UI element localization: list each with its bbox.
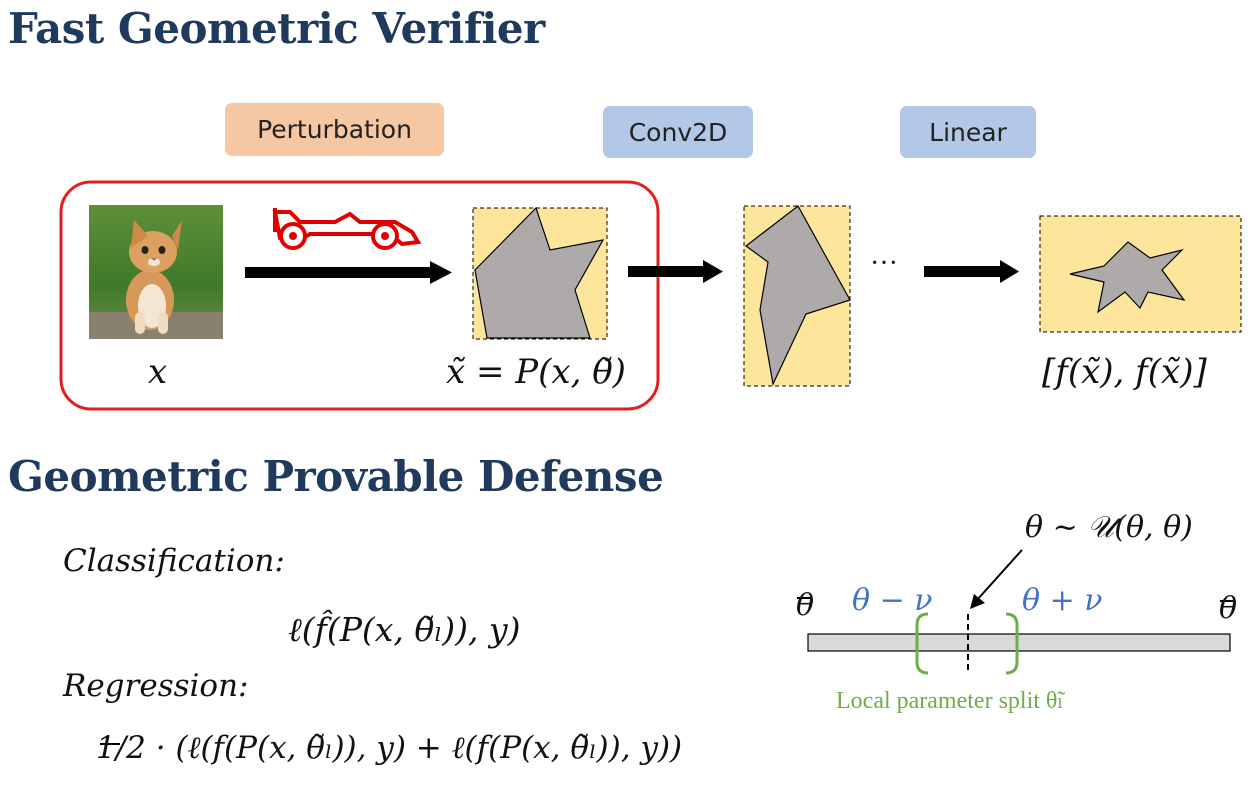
arrow-icon bbox=[628, 260, 723, 283]
local-split-caption: Local parameter split θ̃ₗ bbox=[836, 688, 1064, 714]
kitten-photo bbox=[89, 205, 223, 339]
perturbation-label: Perturbation bbox=[225, 103, 444, 156]
theta-minus-nu: θ − ν bbox=[852, 583, 933, 618]
ellipsis: ··· bbox=[870, 248, 898, 279]
input-label: x bbox=[148, 352, 168, 392]
conv-region-box bbox=[743, 205, 851, 387]
regression-label: Regression: bbox=[63, 668, 249, 704]
classification-formula: ℓ(f̂(P(x, θ̃ₗ)), y) bbox=[288, 610, 521, 649]
linear-label: Linear bbox=[900, 106, 1036, 158]
perturbed-region-box bbox=[472, 206, 608, 340]
arrow-icon bbox=[245, 261, 452, 284]
parameter-bar bbox=[797, 549, 1234, 675]
defense-title: Geometric Provable Defense bbox=[8, 452, 664, 501]
output-region-box bbox=[1039, 215, 1242, 333]
classification-label: Classification: bbox=[63, 543, 285, 579]
conv2d-label: Conv2D bbox=[603, 106, 753, 158]
perturbation-frame bbox=[59, 180, 660, 411]
theta-plus-nu: θ + ν bbox=[1022, 583, 1103, 618]
lower-bound-label: θ bbox=[796, 588, 815, 623]
regression-formula: 1/2 · (ℓ(f(P(x, θ̃ₗ)), y) + ℓ(f(P(x, θ̃ₗ… bbox=[96, 730, 683, 766]
upper-bound-label: θ bbox=[1219, 591, 1238, 626]
distribution-label: θ ~ 𝒰(θ, θ) bbox=[1025, 510, 1193, 545]
verifier-title: Fast Geometric Verifier bbox=[8, 4, 545, 53]
output-bounds-label: [f(x̃), f(x̃)] bbox=[1042, 352, 1207, 392]
perturbed-label: x̃ = P(x, θ̃) bbox=[446, 352, 626, 392]
arrow-icon bbox=[924, 260, 1019, 283]
